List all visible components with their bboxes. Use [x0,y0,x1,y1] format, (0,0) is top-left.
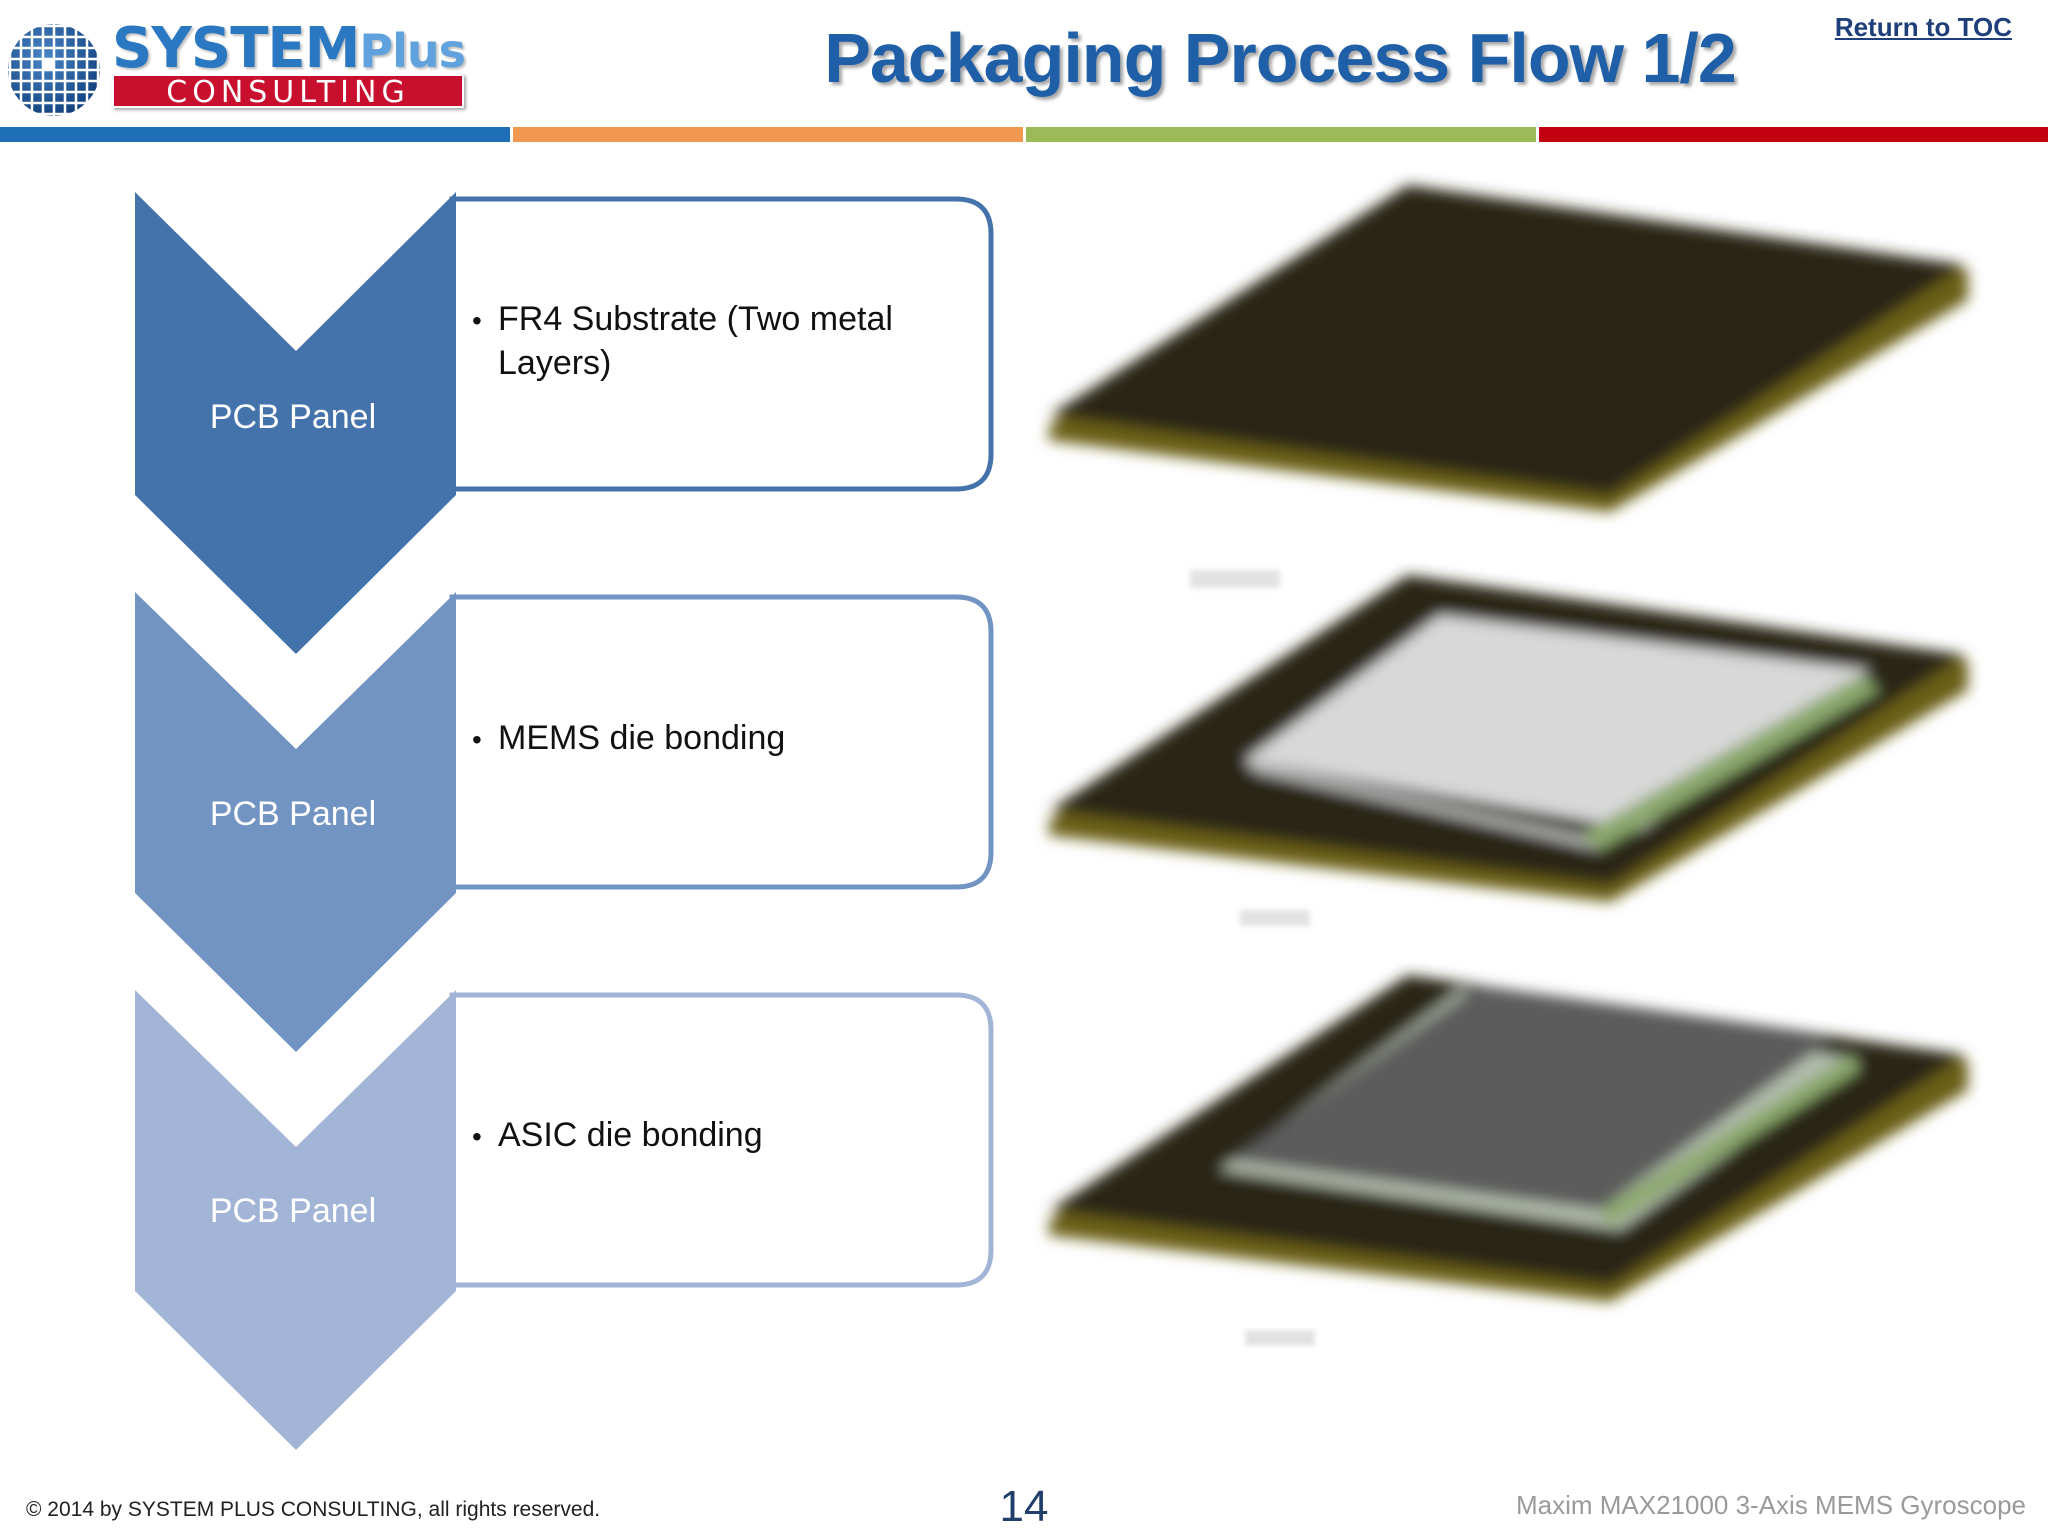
step-1-group [135,192,994,654]
header-divider-blue [0,127,510,142]
logo-text-system: SYSTEMPlus [112,16,466,81]
bullet-icon: • [472,305,482,336]
step-3-label: PCB Panel [209,1192,377,1230]
step-2-chevron [135,592,456,1052]
page-title: Packaging Process Flow 1/2 [824,19,1737,97]
substrate-render-image [1048,185,1968,512]
bullet-icon: • [472,1121,482,1152]
step-2-label: PCB Panel [209,795,377,833]
company-logo: SYSTEMPlus CONSULTING [6,16,466,120]
step-2-description: •MEMS die bonding [472,717,998,761]
step-3-chevron [135,990,456,1450]
bullet-icon: • [472,724,482,755]
logo-grid-icon [8,24,100,116]
page-number: 14 [999,1482,1049,1531]
asic-die-render-image [1048,975,1968,1302]
logo-text-consulting: CONSULTING [112,74,464,110]
step-1-box [449,196,994,492]
header-divider-orange [513,127,1023,142]
step-2-group [135,592,994,1052]
step-3-box [449,992,994,1288]
step-1-chevron [135,192,456,654]
step-3-description: •ASIC die bonding [472,1114,998,1158]
asic-label-faint [1245,1330,1315,1346]
mems-label-faint [1190,570,1310,926]
step-2-box [449,594,994,890]
mems-die-render-image [1048,575,1968,902]
copyright-notice: © 2014 by SYSTEM PLUS CONSULTING, all ri… [26,1498,601,1521]
step-1-label: PCB Panel [209,398,377,436]
return-to-toc-link[interactable]: Return to TOC [1834,12,2012,42]
header-divider-red [1539,127,2048,142]
header-divider-green [1026,127,1536,142]
step-3-group [135,990,994,1450]
step-1-description: •FR4 Substrate (Two metal Layers) [472,300,893,382]
document-title: Maxim MAX21000 3-Axis MEMS Gyroscope [1515,1490,2026,1520]
